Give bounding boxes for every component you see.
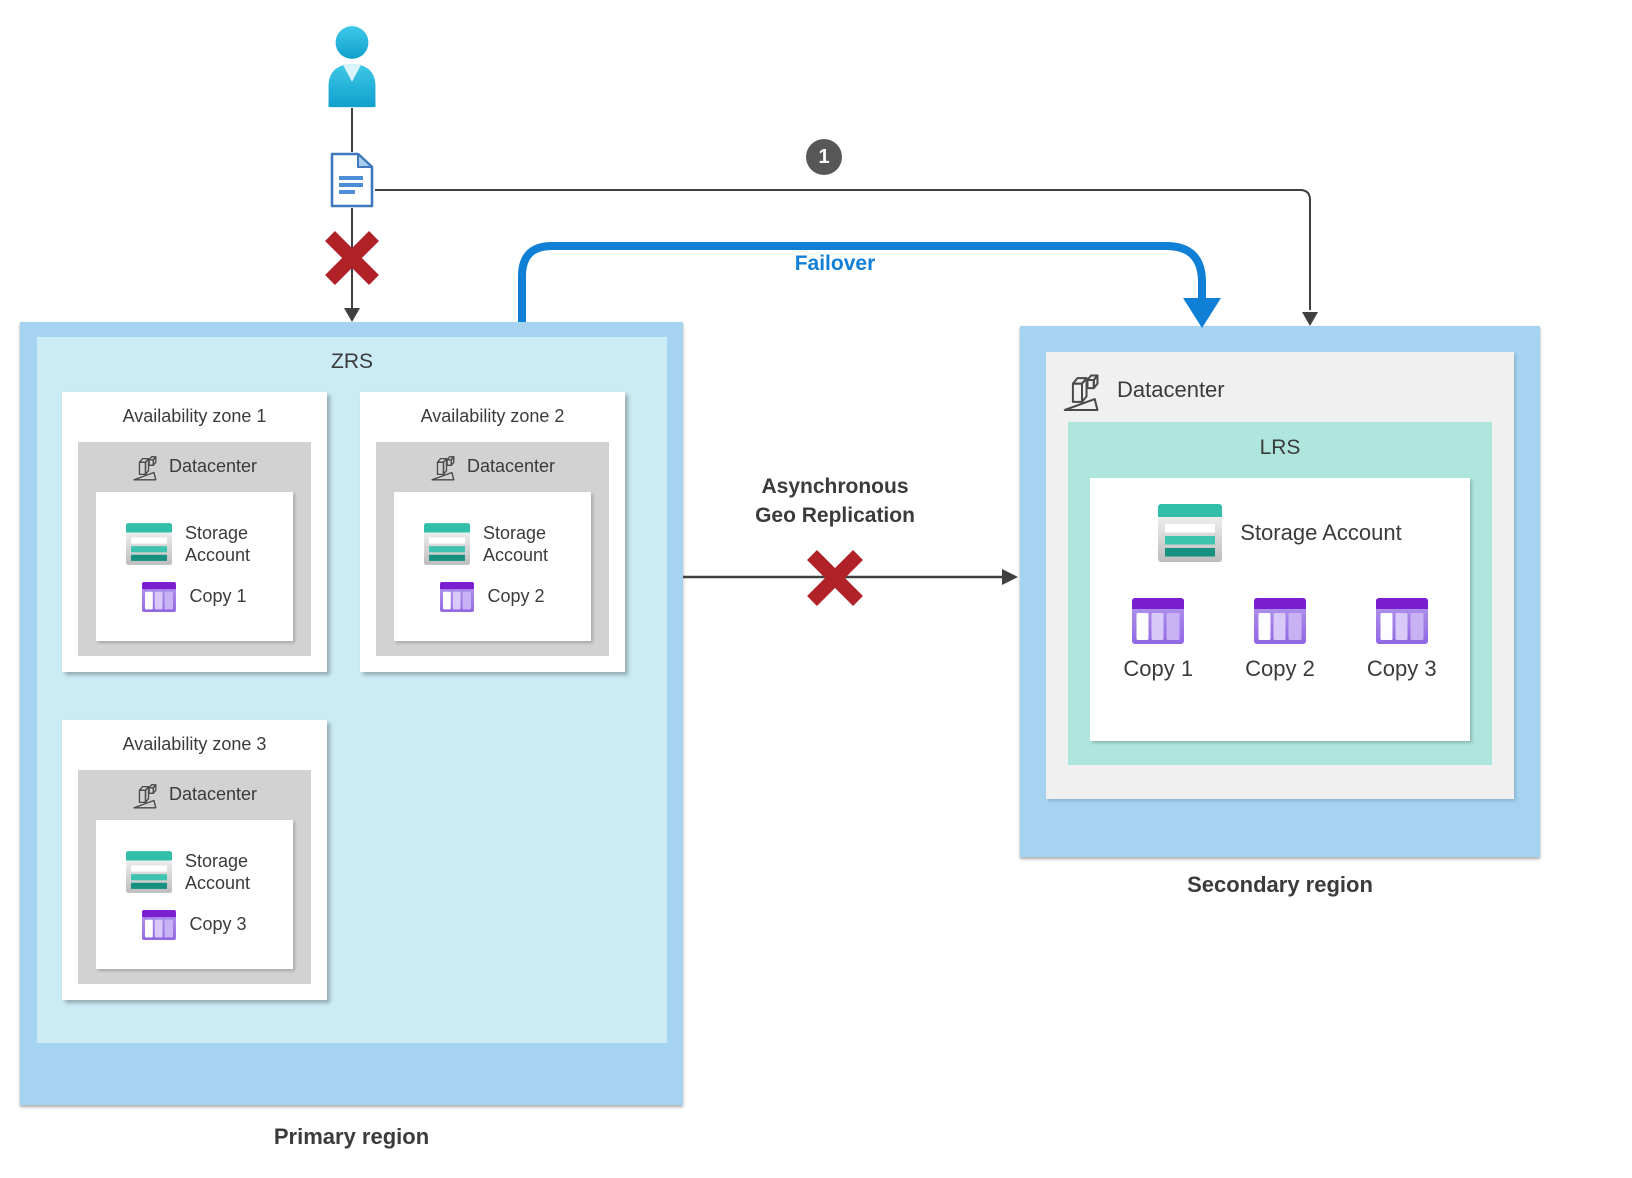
table-copy-icon: [1132, 598, 1184, 644]
copy-label: Copy 3: [1366, 656, 1437, 681]
arrowhead-down-icon: [1302, 312, 1318, 326]
storage-account-label: Storage Account: [185, 850, 251, 894]
storage-account-icon: [126, 523, 172, 565]
availability-zone-title: Availability zone 3: [122, 734, 267, 754]
datacenter-icon: [132, 780, 159, 809]
availability-zone-3-card: Availability zone 3 Datacenter Storage A…: [62, 720, 327, 1000]
datacenter-label: Datacenter: [466, 455, 556, 476]
zrs-label: ZRS: [331, 350, 373, 373]
storage-panel: Storage Account Copy 1 Copy 2: [1090, 478, 1470, 741]
arrowhead-right-icon: [1002, 569, 1018, 585]
datacenter-label: Datacenter: [168, 455, 258, 476]
storage-account-label: Storage Account: [1240, 520, 1402, 545]
datacenter-icon: [430, 452, 457, 481]
write-to-secondary-line: [374, 189, 1311, 310]
copy-item: Copy 2: [1245, 598, 1315, 682]
datacenter-label: Datacenter: [168, 783, 258, 804]
table-copy-icon: [1376, 598, 1428, 644]
primary-region-label: Primary region: [273, 1124, 430, 1149]
storage-account-label: Storage Account: [185, 522, 251, 566]
table-copy-icon: [142, 910, 176, 940]
secondary-region-box: Datacenter LRS Storage Account Copy 1: [1020, 326, 1540, 857]
datacenter-label: Datacenter: [1117, 377, 1225, 402]
lrs-box: LRS Storage Account Copy 1 Copy 2: [1068, 422, 1492, 765]
primary-region-box: ZRS Availability zone 1 Datacenter Stora…: [20, 322, 683, 1105]
document-icon: [329, 152, 375, 208]
zrs-box: ZRS Availability zone 1 Datacenter Stora…: [37, 337, 667, 1043]
lrs-label: LRS: [1259, 436, 1301, 459]
storage-account-icon: [424, 523, 470, 565]
copy-label: Copy 1: [189, 586, 247, 606]
copy-label: Copy 2: [1245, 656, 1315, 681]
copy-item: Copy 1: [1123, 598, 1193, 682]
failover-label: Failover: [794, 252, 876, 275]
arrowhead-down-icon: [344, 308, 360, 322]
error-x-icon: [807, 550, 863, 606]
availability-zone-title: Availability zone 2: [420, 406, 565, 426]
datacenter-box: Datacenter Storage Account Copy 3: [78, 770, 311, 984]
geo-replication-label: Asynchronous Geo Replication: [755, 475, 915, 528]
copy-label: Copy 2: [487, 586, 545, 606]
availability-zone-1-card: Availability zone 1 Datacenter Storage A…: [62, 392, 327, 672]
storage-account-icon: [126, 851, 172, 893]
copy-item: Copy 3: [1367, 598, 1437, 682]
secondary-datacenter-box: Datacenter LRS Storage Account Copy 1: [1046, 352, 1514, 799]
error-x-icon: [325, 231, 379, 285]
copy-label: Copy 3: [189, 914, 247, 934]
table-copy-icon: [1254, 598, 1306, 644]
failover-arrowhead-icon: [1183, 298, 1221, 328]
step-1-badge: 1: [806, 139, 842, 175]
datacenter-icon: [132, 452, 159, 481]
copy-label: Copy 1: [1123, 656, 1194, 681]
person-icon: [322, 22, 382, 108]
table-copy-icon: [142, 582, 176, 612]
datacenter-icon: [1062, 368, 1102, 412]
datacenter-box: Datacenter Storage Account Copy 2: [376, 442, 609, 656]
datacenter-box: Datacenter Storage Account Copy 1: [78, 442, 311, 656]
availability-zone-title: Availability zone 1: [122, 406, 267, 426]
storage-panel: Storage Account Copy 3: [96, 820, 293, 969]
availability-zone-2-card: Availability zone 2 Datacenter Storage A…: [360, 392, 625, 672]
storage-panel: Storage Account Copy 1: [96, 492, 293, 641]
storage-account-label: Storage Account: [483, 522, 549, 566]
secondary-region-label: Secondary region: [1187, 872, 1373, 897]
table-copy-icon: [440, 582, 474, 612]
storage-panel: Storage Account Copy 2: [394, 492, 591, 641]
storage-account-icon: [1158, 504, 1222, 562]
